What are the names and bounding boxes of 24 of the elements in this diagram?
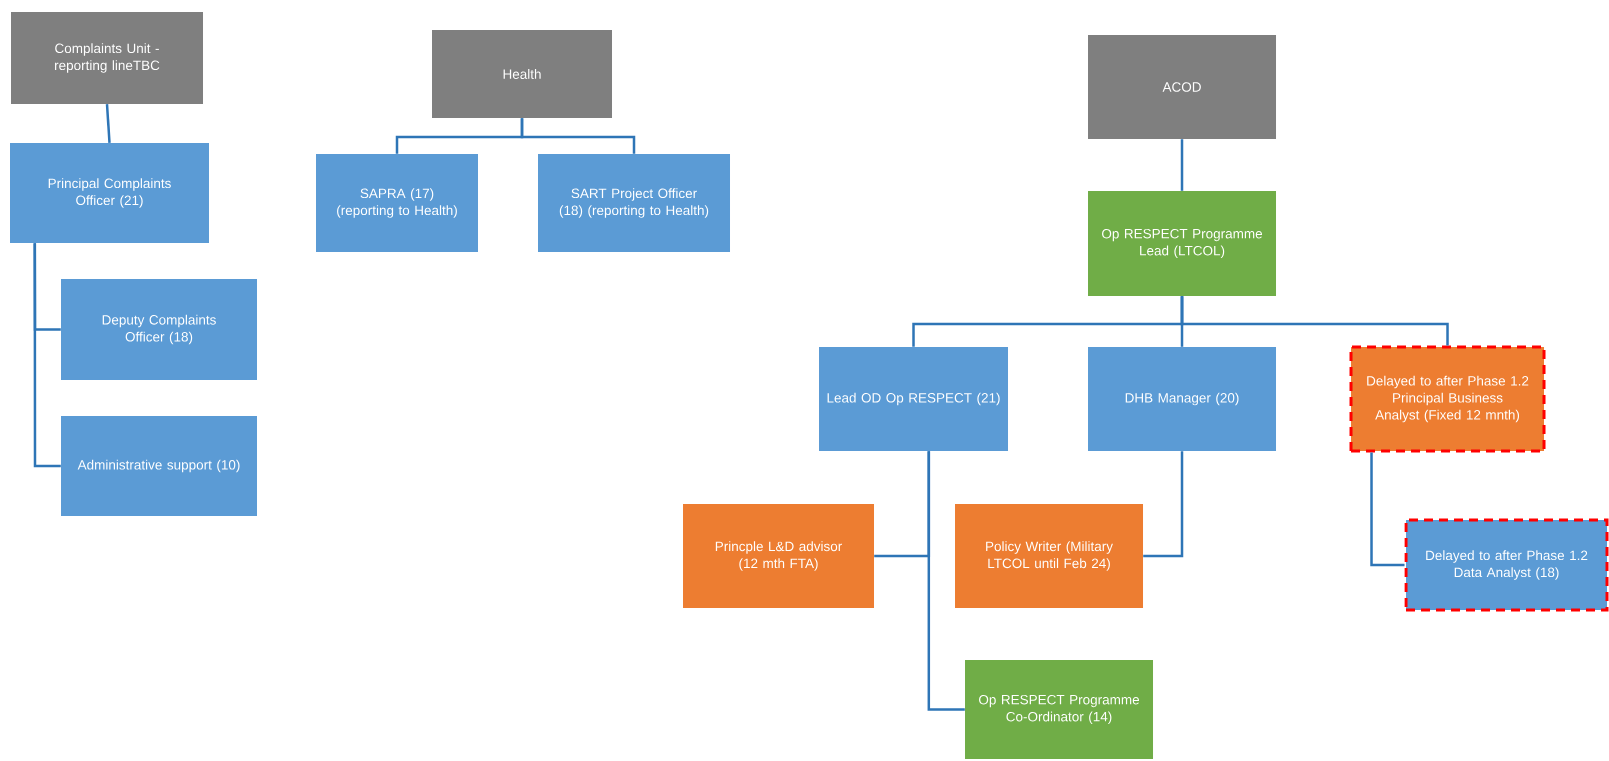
position-box: Op RESPECT Programme Co-Ordinator (14)	[965, 660, 1153, 759]
connector-line	[1143, 451, 1184, 558]
connector-line	[105, 104, 111, 143]
position-box: Op RESPECT Programme Lead (LTCOL)	[1088, 191, 1276, 296]
connector-line	[33, 243, 61, 468]
position-box: Delayed to after Phase 1.2 Data Analyst (18)	[1404, 518, 1609, 612]
position-box: ACOD	[1088, 35, 1276, 139]
position-box: SART Project Officer (18) (reporting to Health)	[538, 154, 730, 252]
position-box: Princple L&D advisor (12 mth FTA)	[683, 504, 874, 608]
position-box: Administrative support (10)	[61, 416, 257, 516]
connector-line	[1180, 296, 1449, 346]
position-box: Policy Writer (Military LTCOL until Feb 24)	[955, 504, 1143, 608]
connector-line	[927, 451, 965, 711]
connector-line	[1370, 452, 1405, 567]
position-box: Deputy Complaints Officer (18)	[61, 279, 257, 380]
position-box: DHB Manager (20)	[1088, 347, 1276, 451]
position-box: SAPRA (17) (reporting to Health)	[316, 154, 478, 252]
connector-line	[520, 118, 636, 154]
position-box: Delayed to after Phase 1.2 Principal Business Analyst (Fixed 12 mnth)	[1349, 345, 1546, 453]
connector-line	[1180, 139, 1184, 191]
position-box: Principal Complaints Officer (21)	[10, 143, 209, 243]
position-box: Lead OD Op RESPECT (21)	[819, 347, 1008, 451]
position-box: Health	[432, 30, 612, 118]
position-box: Complaints Unit - reporting lineTBC	[11, 12, 203, 104]
